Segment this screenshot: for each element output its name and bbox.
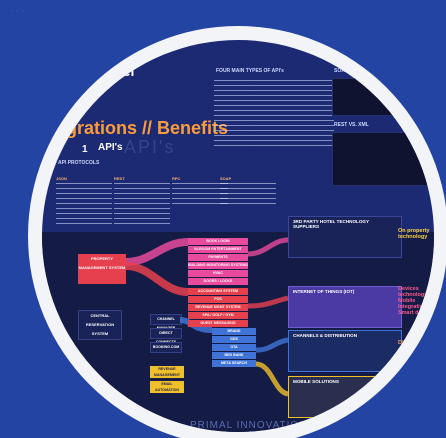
spa-golf-gym: SPA / GOLF / GYM xyxy=(188,312,248,319)
accounting-system: ACCOUNTING SYSTEM xyxy=(188,288,248,295)
soap-vs-rest-title: SOAP VS. REST xyxy=(334,68,373,74)
four-main-types-title: FOUR MAIN TYPES OF API's xyxy=(216,68,284,74)
json-text xyxy=(56,183,112,227)
book-login: BOOK LOGIN xyxy=(188,238,248,245)
title-line-1: s xyxy=(56,98,67,118)
doors-locks: DOORS / LOCKS xyxy=(188,278,248,285)
channels-panel: CHANNELS & DISTRIBUTION xyxy=(288,330,402,372)
revenue-mgmt-system: REVENUE MGMT SYSTEM xyxy=(188,304,248,311)
footer-text: PRIMAL INNOVATIONS xyxy=(190,420,316,431)
soap-text xyxy=(220,183,276,207)
json-column: JSON xyxy=(56,176,112,227)
rpc-text xyxy=(172,183,228,207)
booking-engine: BOOKING.COM xyxy=(150,342,182,353)
rest-text xyxy=(114,183,170,227)
property-management-system: PROPERTY MANAGEMENT SYSTEM xyxy=(78,254,126,284)
section-number: 1 xyxy=(82,144,88,155)
rpc-title: RPC xyxy=(172,176,181,181)
infographic-poster: travel s egrations // Benefits 1 API's A… xyxy=(42,40,434,432)
poster-circle: travel s egrations // Benefits 1 API's A… xyxy=(42,40,434,432)
revenue-management: REVENUE MANAGEMENT xyxy=(150,366,184,378)
in-room-entertainment: IN-ROOM ENTERTAINMENT xyxy=(188,246,248,253)
building-monitoring: BUILDING MONITORING SYSTEMS xyxy=(188,262,248,269)
iot-panel: INTERNET OF THINGS (IOT) xyxy=(288,286,402,328)
mobile-panel: MOBILE SOLUTIONS xyxy=(288,376,402,418)
mobile-title: MOBILE SOLUTIONS xyxy=(293,379,339,384)
email-automation: EMAIL AUTOMATION xyxy=(150,381,184,393)
bed-bank-channel: BED BANK xyxy=(212,352,256,359)
title-line-2: egrations // Benefits xyxy=(56,118,229,138)
rest-column: REST xyxy=(114,176,170,227)
section-title: API's xyxy=(98,142,123,153)
channels-title: CHANNELS & DISTRIBUTION xyxy=(293,333,358,338)
right-label-3: Distribution xyxy=(398,340,429,346)
rest-vs-xml-table xyxy=(332,132,434,186)
payments: PAYMENTS xyxy=(188,254,248,261)
rest-title: REST xyxy=(114,176,125,181)
soap-column: SOAP xyxy=(220,176,276,207)
right-label-2: Devices technology Mobile Integration Sm… xyxy=(398,286,433,316)
third-party-panel: 3RD PARTY HOTEL TECHNOLOGY SUPPLIERS xyxy=(288,216,402,258)
iot-title: INTERNET OF THINGS (IOT) xyxy=(293,289,355,294)
central-reservation-system: CENTRAL RESERVATION SYSTEM xyxy=(78,310,122,340)
ota-channel: OTA xyxy=(212,344,256,351)
four-main-types-text xyxy=(214,80,334,150)
background-text: ◦ ◦ ◦ xyxy=(10,8,25,15)
gds-channel: GDS xyxy=(212,336,256,343)
rpc-column: RPC xyxy=(172,176,228,207)
third-party-title: 3RD PARTY HOTEL TECHNOLOGY SUPPLIERS xyxy=(293,219,369,229)
rest-vs-xml-title: REST VS. XML xyxy=(334,122,369,128)
pos: POS xyxy=(188,296,248,303)
guest-messaging: GUEST MESSAGING xyxy=(188,320,248,327)
meta-search-channel: META SEARCH xyxy=(212,360,256,367)
brand-channel: BRAND xyxy=(212,328,256,335)
protocols-title: API PROTOCOLS xyxy=(58,160,100,166)
section-ghost-title: API's xyxy=(124,137,176,157)
right-label-1: On property technology xyxy=(398,228,430,240)
soap-title: SOAP xyxy=(220,176,232,181)
brand-text: travel xyxy=(97,63,135,79)
hvac: HVAC xyxy=(188,270,248,277)
soap-vs-rest-table xyxy=(332,78,434,116)
json-title: JSON xyxy=(56,176,67,181)
